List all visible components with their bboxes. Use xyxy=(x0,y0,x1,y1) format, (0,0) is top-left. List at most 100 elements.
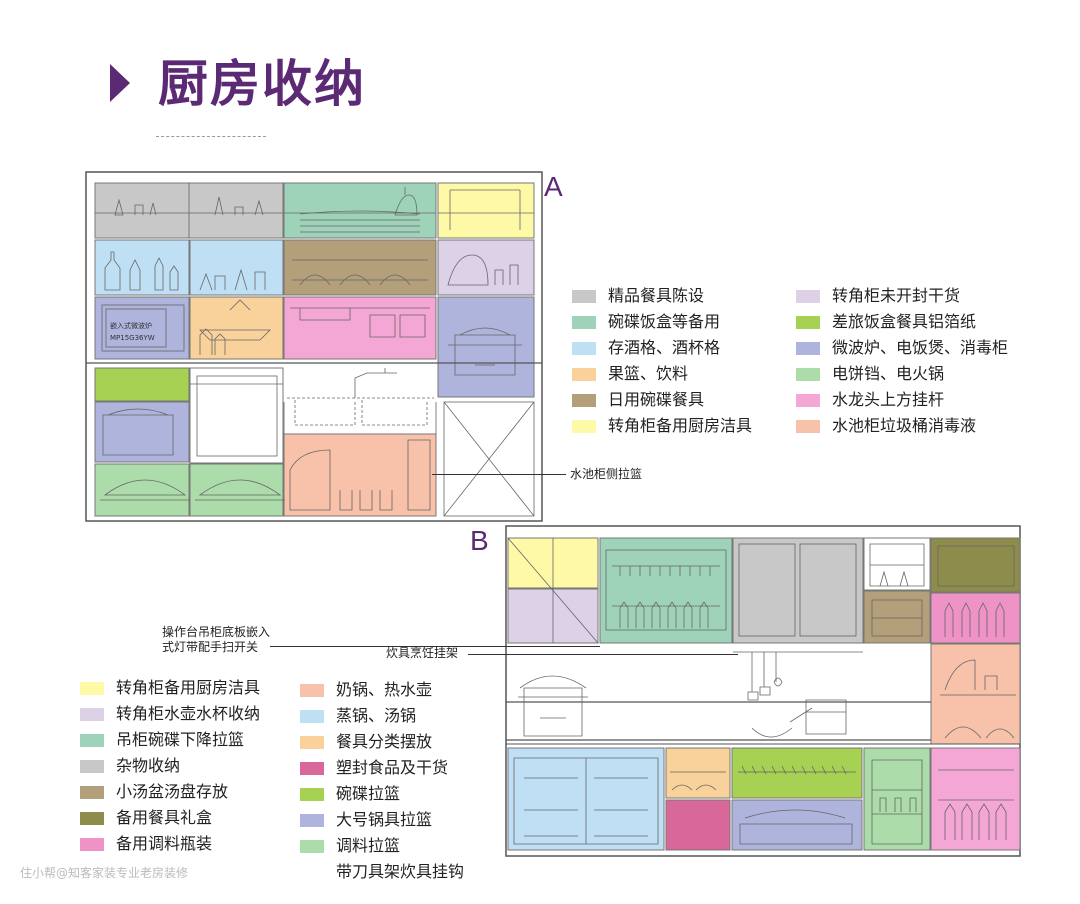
cell-fruit-basket xyxy=(189,296,284,360)
cell-b-gift-box xyxy=(930,537,1021,593)
legend-swatch xyxy=(572,341,596,355)
legend-swatch xyxy=(80,759,104,773)
legend-swatch xyxy=(572,367,596,381)
legend-swatch xyxy=(300,683,324,697)
legend-label: 带刀具架炊具挂钩 xyxy=(336,862,465,881)
cell-griddle-2 xyxy=(189,463,284,517)
legend-label: 调料拉篮 xyxy=(336,836,401,855)
cell-faucet-rail xyxy=(283,296,437,360)
section-b-label: B xyxy=(470,525,489,556)
legend-b-item: 大号锅具拉篮 xyxy=(300,808,432,832)
microwave-label-1: 嵌入式微波炉 xyxy=(110,321,152,330)
legend-label: 转角柜备用厨房洁具 xyxy=(608,416,753,435)
legend-a-item: 微波炉、电饭煲、消毒柜 xyxy=(796,336,1008,360)
cell-griddle-1 xyxy=(94,463,190,517)
legend-label: 转角柜水壶水杯收纳 xyxy=(116,704,261,723)
legend-label: 水池柜垃圾桶消毒液 xyxy=(832,416,977,435)
legend-label: 大号锅具拉篮 xyxy=(336,810,433,829)
legend-a-item: 差旅饭盒餐具铝箔纸 xyxy=(796,310,976,334)
legend-b-item: 碗碟拉篮 xyxy=(300,782,400,806)
watermark: 住小帮@知客家装专业老房装修 xyxy=(20,866,189,880)
page-title: 厨房收纳 xyxy=(158,55,366,113)
legend-label: 碗碟拉篮 xyxy=(336,784,401,803)
legend-swatch xyxy=(300,735,324,749)
legend-a-item: 日用碗碟餐具 xyxy=(572,388,704,412)
legend-a-item: 转角柜备用厨房洁具 xyxy=(572,414,752,438)
sink-basket-callout-line xyxy=(432,474,566,475)
cookware-callout-line xyxy=(468,654,738,655)
legend-b-item: 杂物收纳 xyxy=(80,754,180,778)
legend-label: 电饼铛、电火锅 xyxy=(832,364,945,383)
legend-a-item: 精品餐具陈设 xyxy=(572,284,704,308)
legend-a-item: 电饼铛、电火锅 xyxy=(796,362,944,386)
cell-b-spice-bottles xyxy=(930,592,1021,644)
legend-b-item: 塑封食品及干货 xyxy=(300,756,448,780)
legend-label: 微波炉、电饭煲、消毒柜 xyxy=(832,338,1009,357)
legend-swatch xyxy=(300,787,324,801)
cell-b-dish-lift xyxy=(599,537,733,644)
legend-swatch xyxy=(572,315,596,329)
legend-b-item: 奶锅、热水壶 xyxy=(300,678,432,702)
legend-label: 小汤盆汤盘存放 xyxy=(116,782,229,801)
legend-label: 果篮、饮料 xyxy=(608,364,689,383)
legend-swatch xyxy=(80,733,104,747)
cell-b-dry-food xyxy=(665,799,731,851)
legend-label: 塑封食品及干货 xyxy=(336,758,449,777)
legend-label: 杂物收纳 xyxy=(116,756,181,775)
legend-label: 奶锅、热水壶 xyxy=(336,680,433,699)
legend-label: 蒸锅、汤锅 xyxy=(336,706,417,725)
cell-b-large-pot xyxy=(731,799,863,851)
callout-switch-line1: 操作台吊柜底板嵌入 xyxy=(162,625,271,639)
switch-callout-line xyxy=(270,646,600,647)
legend-swatch xyxy=(796,367,820,381)
cell-travel-lunchbox xyxy=(94,367,190,402)
legend-a-item: 水池柜垃圾桶消毒液 xyxy=(796,414,976,438)
legend-swatch xyxy=(300,839,324,853)
title-divider xyxy=(156,136,266,137)
legend-swatch xyxy=(300,709,324,723)
cell-b-utensils xyxy=(665,747,731,799)
legend-swatch xyxy=(572,393,596,407)
legend-b-item: 备用调料瓶装 xyxy=(80,832,212,856)
legend-swatch xyxy=(80,785,104,799)
legend-label: 差旅饭盒餐具铝箔纸 xyxy=(832,312,977,331)
cell-corner-cleaning xyxy=(437,182,535,239)
legend-swatch xyxy=(300,761,324,775)
legend-label: 水龙头上方挂杆 xyxy=(832,390,945,409)
legend-swatch xyxy=(80,837,104,851)
cell-b-sundries xyxy=(732,537,864,644)
legend-b-item: 备用餐具礼盒 xyxy=(80,806,212,830)
callout-cookware-rack: 炊具烹饪挂架 xyxy=(386,646,459,660)
legend-b-item: 餐具分类摆放 xyxy=(300,730,432,754)
legend-swatch xyxy=(796,393,820,407)
legend-label: 备用餐具礼盒 xyxy=(116,808,213,827)
cell-b-dish-basket xyxy=(731,747,863,799)
callout-switch-line2: 式灯带配手扫开关 xyxy=(162,640,259,654)
legend-swatch xyxy=(572,419,596,433)
legend-label: 餐具分类摆放 xyxy=(336,732,433,751)
legend-label: 转角柜备用厨房洁具 xyxy=(116,678,261,697)
title-arrow-icon xyxy=(110,64,130,102)
microwave-label-2: MP15G36YW xyxy=(110,334,155,342)
cell-microwave xyxy=(94,296,190,360)
legend-swatch xyxy=(300,866,324,879)
legend-b-item: 带刀具架炊具挂钩 xyxy=(300,860,464,884)
legend-swatch xyxy=(80,811,104,825)
legend-label: 精品餐具陈设 xyxy=(608,286,705,305)
legend-label: 日用碗碟餐具 xyxy=(608,390,705,409)
cell-b-spice-basket xyxy=(863,747,931,851)
legend-label: 存酒格、酒杯格 xyxy=(608,338,721,357)
legend-b-item: 调料拉篮 xyxy=(300,834,400,858)
legend-swatch xyxy=(796,289,820,303)
legend-a-item: 存酒格、酒杯格 xyxy=(572,336,720,360)
legend-swatch xyxy=(796,315,820,329)
cell-b-glass xyxy=(863,537,931,591)
legend-swatch xyxy=(796,341,820,355)
cell-b-tall-pantry xyxy=(930,747,1021,851)
section-a-label: A xyxy=(544,171,563,202)
cell-b-soup-bowls xyxy=(863,590,931,644)
legend-swatch xyxy=(796,419,820,433)
legend-swatch xyxy=(300,813,324,827)
legend-label: 吊柜碗碟下降拉篮 xyxy=(116,730,245,749)
